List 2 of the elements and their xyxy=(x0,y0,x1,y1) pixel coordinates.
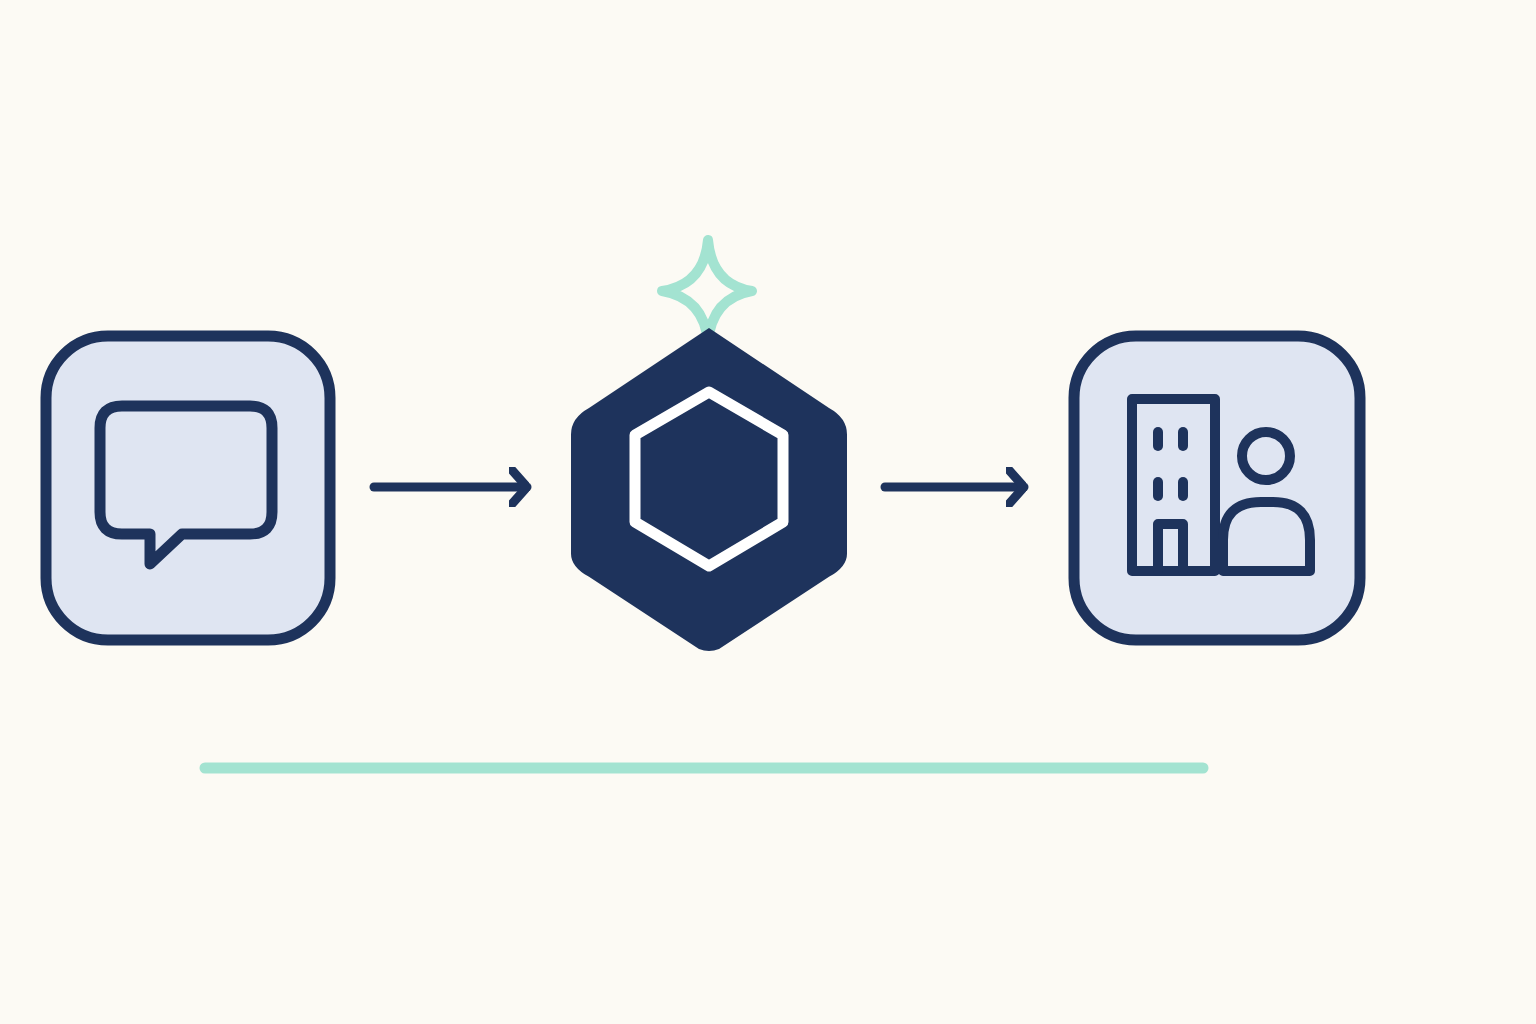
arrow xyxy=(880,464,1029,510)
arrow xyxy=(369,464,532,510)
